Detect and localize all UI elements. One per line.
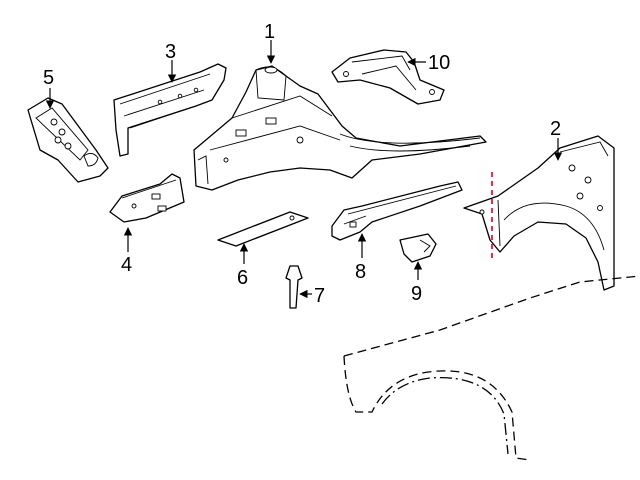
part-7-clip[interactable] [285,265,303,309]
part-3-upper-rail[interactable] [113,63,227,157]
callout-10: 10 [428,52,450,74]
callout-3: 3 [165,41,176,63]
callout-8: 8 [355,261,366,283]
callout-7: 7 [314,285,325,307]
callout-9: 9 [411,283,422,305]
part-8-lower-rail[interactable] [331,181,463,241]
part-6-pad[interactable] [217,211,309,247]
callout-5: 5 [43,67,54,89]
callout-2: 2 [550,118,561,140]
part-1-apron-assembly[interactable] [193,65,487,191]
callout-4: 4 [121,254,132,276]
phantom-fender-outline [343,275,640,461]
part-2-fender-panel[interactable] [463,135,615,291]
part-9-bracket[interactable] [399,233,437,263]
part-4-lower-bracket[interactable] [109,173,185,223]
callout-6: 6 [237,267,248,289]
part-5-bracket[interactable] [27,97,109,183]
callout-1: 1 [264,21,275,43]
